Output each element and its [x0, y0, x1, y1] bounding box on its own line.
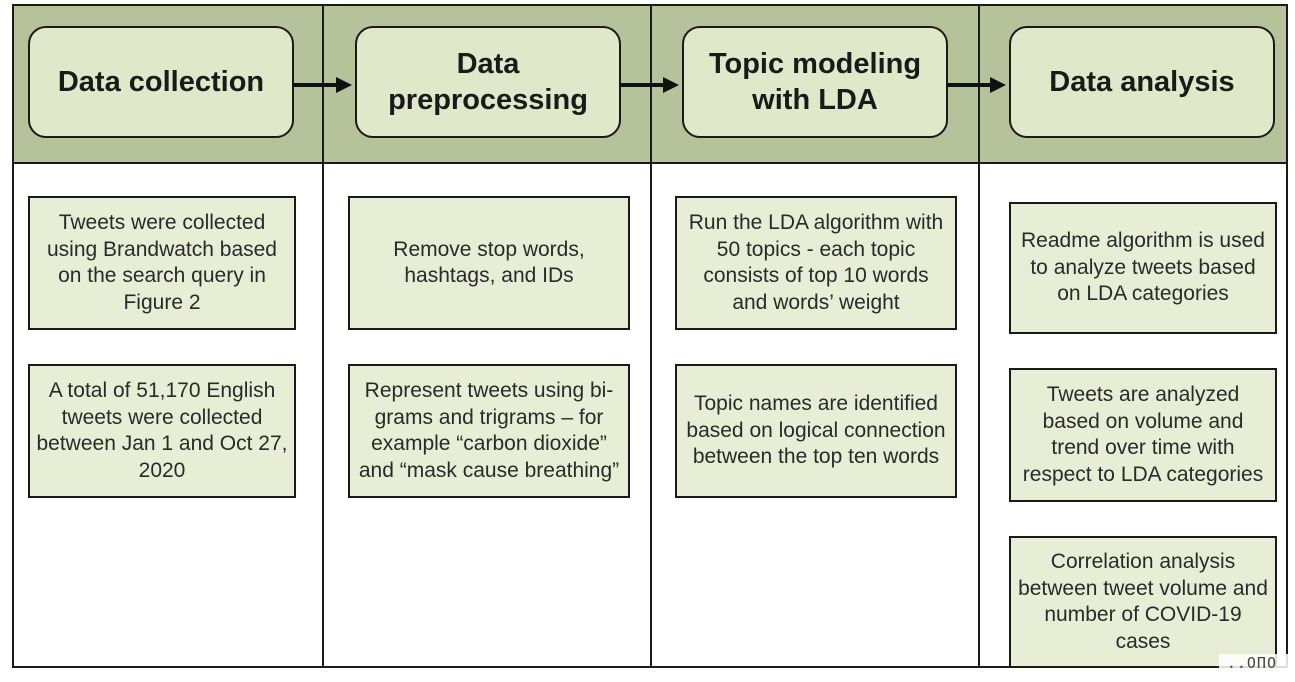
step-run-lda: Run the LDA algorithm with 50 topics - e… — [675, 196, 957, 330]
stage-data-analysis: Data analysis — [1009, 26, 1275, 138]
stage-data-collection: Data collection — [28, 26, 294, 138]
arrow-right-icon — [619, 77, 679, 93]
stage-topic-modeling: Topic modeling with LDA — [682, 26, 948, 138]
column-divider — [650, 6, 652, 666]
stage-data-preprocessing: Data preprocessing — [355, 26, 621, 138]
watermark: ..ОПО — [1218, 654, 1291, 672]
step-readme-algorithm: Readme algorithm is used to analyze twee… — [1009, 202, 1277, 334]
step-topic-names: Topic names are identified based on logi… — [675, 364, 957, 498]
arrow-right-icon — [292, 77, 352, 93]
step-collect-tweets: Tweets were collected using Brandwatch b… — [28, 196, 296, 330]
column-divider — [322, 6, 324, 666]
step-volume-trend: Tweets are analyzed based on volume and … — [1009, 368, 1277, 502]
arrow-right-icon — [946, 77, 1006, 93]
step-remove-stopwords: Remove stop words, hashtags, and IDs — [348, 196, 630, 330]
column-divider — [978, 6, 980, 666]
step-ngrams: Represent tweets using bi-grams and trig… — [348, 364, 630, 498]
step-correlation-analysis: Correlation analysis between tweet volum… — [1009, 536, 1277, 668]
workflow-diagram: Data collection Data preprocessing Topic… — [12, 4, 1288, 668]
step-tweet-total: A total of 51,170 English tweets were co… — [28, 364, 296, 498]
